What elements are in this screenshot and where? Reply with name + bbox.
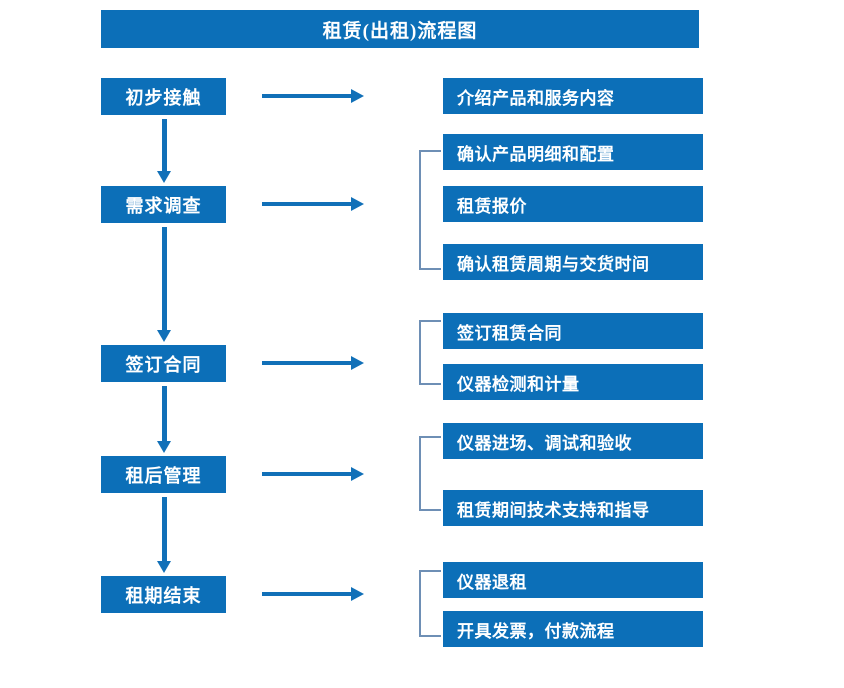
down-arrow-icon-1 [157,119,172,183]
bracket-icon-group-3 [419,320,441,385]
right-arrow-icon-2 [262,197,364,211]
bracket-icon-group-5 [419,570,441,637]
stage-box-1[interactable]: 初步接触 [101,78,226,115]
right-arrow-icon-5 [262,587,364,601]
right-arrow-icon-3 [262,356,364,370]
stage-box-2[interactable]: 需求调查 [101,186,226,223]
bracket-icon-group-4 [419,436,441,511]
detail-box-4[interactable]: 确认租赁周期与交货时间 [443,244,703,280]
detail-box-5[interactable]: 签订租赁合同 [443,313,703,349]
detail-box-6[interactable]: 仪器检测和计量 [443,364,703,400]
down-arrow-icon-3 [157,386,172,453]
detail-box-10[interactable]: 开具发票，付款流程 [443,611,703,647]
stage-box-3[interactable]: 签订合同 [101,345,226,382]
down-arrow-icon-4 [157,497,172,573]
right-arrow-icon-1 [262,89,364,103]
stage-box-4[interactable]: 租后管理 [101,456,226,493]
detail-box-1[interactable]: 介绍产品和服务内容 [443,78,703,114]
detail-box-9[interactable]: 仪器退租 [443,562,703,598]
stage-box-5[interactable]: 租期结束 [101,576,226,613]
page-title: 租赁(出租)流程图 [101,10,699,48]
detail-box-2[interactable]: 确认产品明细和配置 [443,134,703,170]
right-arrow-icon-4 [262,467,364,481]
detail-box-3[interactable]: 租赁报价 [443,186,703,222]
detail-box-7[interactable]: 仪器进场、调试和验收 [443,423,703,459]
down-arrow-icon-2 [157,227,172,342]
detail-box-8[interactable]: 租赁期间技术支持和指导 [443,490,703,526]
bracket-icon-group-2 [419,150,441,270]
